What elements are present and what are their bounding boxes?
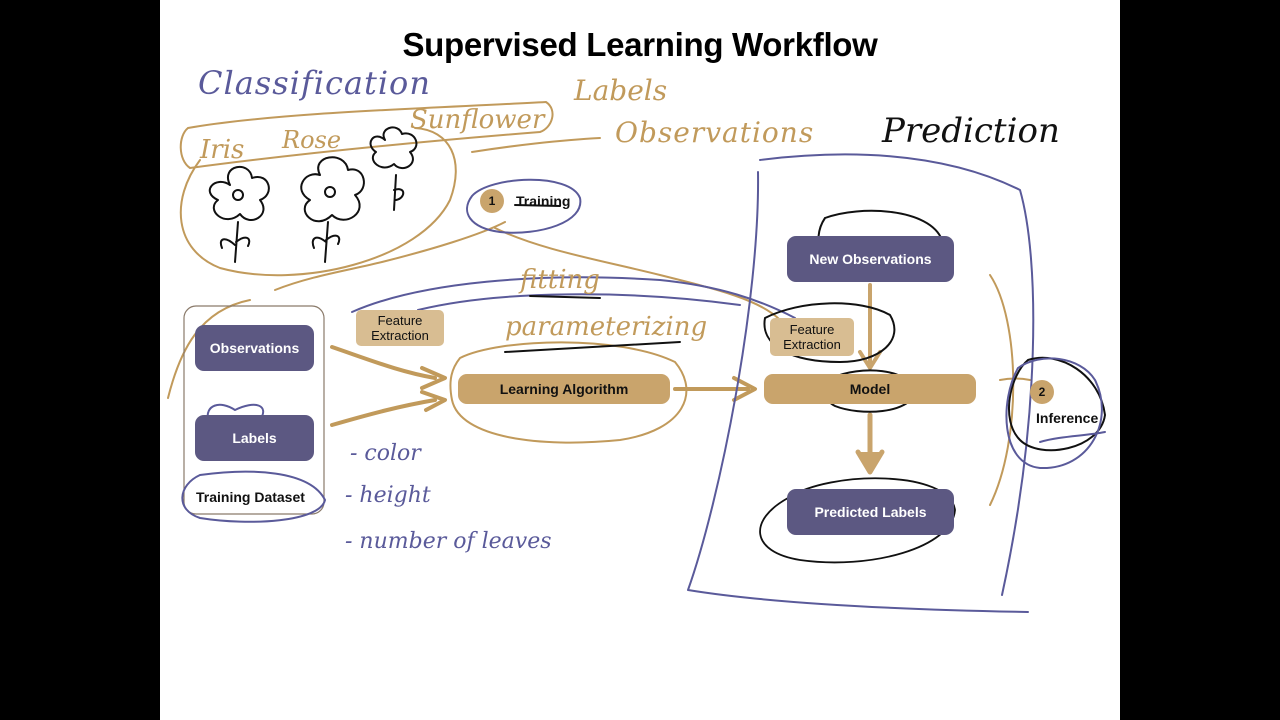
training-step-label: Training	[516, 193, 571, 209]
annotation-parameterizing: parameterizing	[505, 312, 707, 342]
annotation-labels: Labels	[573, 74, 667, 107]
annotation-prediction: Prediction	[881, 111, 1060, 151]
learning-algorithm-box: Learning Algorithm	[458, 374, 670, 404]
annotation-sunflower: Sunflower	[410, 105, 546, 135]
feature-extraction-left-box: Feature Extraction	[356, 310, 444, 346]
observations-box: Observations	[195, 325, 314, 371]
annotation-feature-height: - height	[345, 483, 431, 508]
model-box: Model	[764, 374, 976, 404]
inference-step-badge: 2	[1030, 380, 1054, 404]
training-dataset-label: Training Dataset	[196, 489, 305, 505]
annotation-feature-color: - color	[350, 441, 422, 466]
slide: Classification Iris Rose Sunflower Label…	[160, 0, 1120, 720]
ink-annotations: Classification Iris Rose Sunflower Label…	[167, 64, 1106, 613]
annotation-classification: Classification	[198, 64, 431, 102]
feature-extraction-right-box: Feature Extraction	[770, 318, 854, 356]
annotation-fitting: fitting	[518, 265, 600, 295]
new-observations-box: New Observations	[787, 236, 954, 282]
training-step-badge: 1	[480, 189, 504, 213]
annotation-rose: Rose	[281, 126, 341, 154]
annotation-observations: Observations	[615, 116, 814, 149]
labels-box: Labels	[195, 415, 314, 461]
inference-step-label: Inference	[1036, 410, 1099, 426]
slide-title: Supervised Learning Workflow	[402, 26, 878, 63]
annotation-iris: Iris	[199, 135, 244, 165]
annotation-feature-leaves: - number of leaves	[345, 529, 552, 554]
predicted-labels-box: Predicted Labels	[787, 489, 954, 535]
